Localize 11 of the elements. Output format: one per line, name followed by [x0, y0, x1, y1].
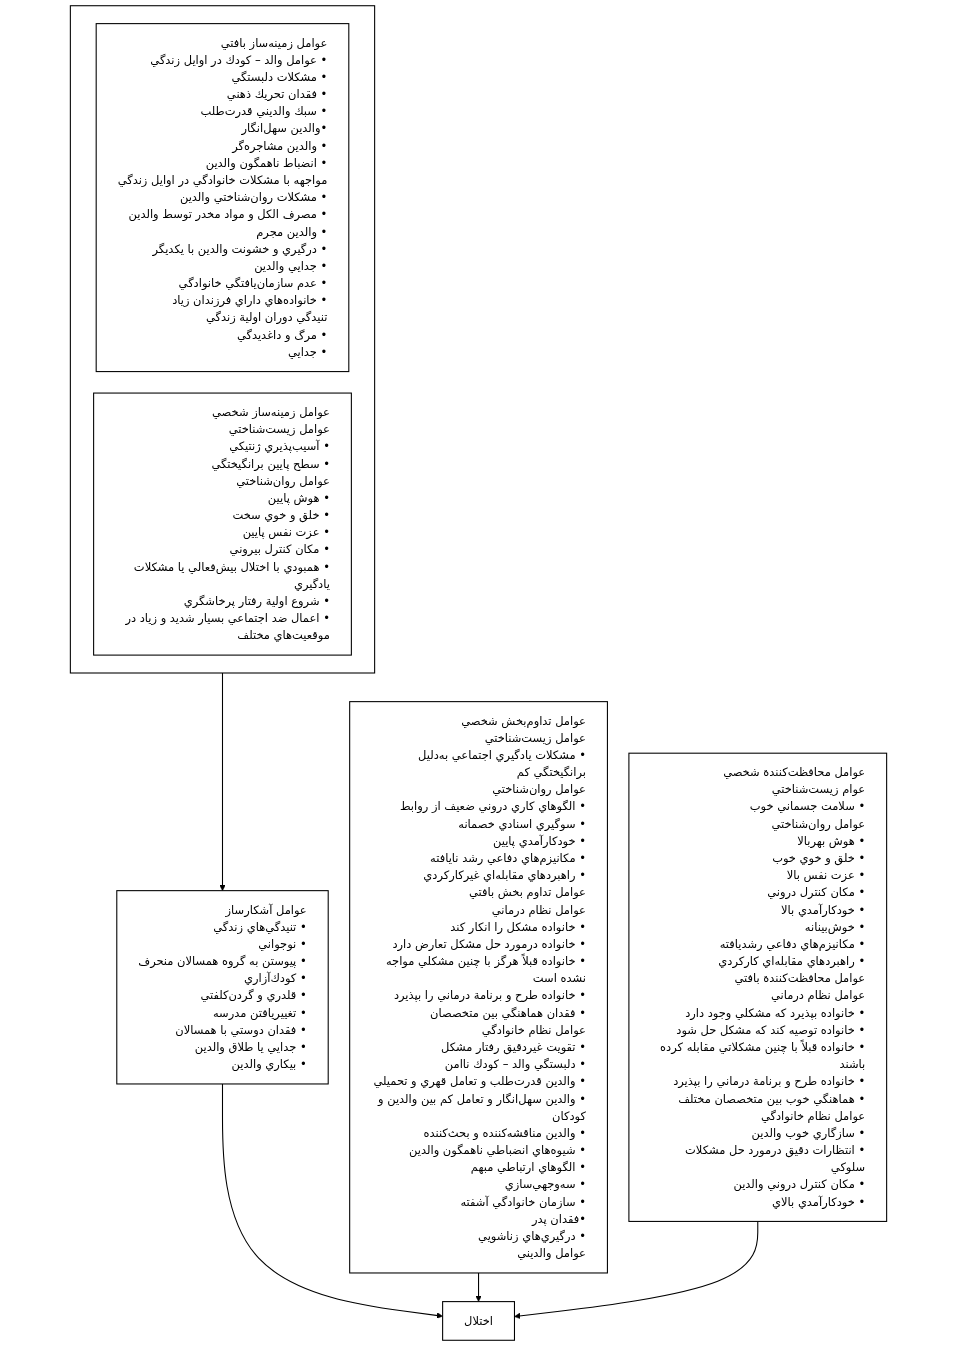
node-box: عوامل محافظت‌كنندة شخصي عوام زيست‌شناختي • سلامت جسماني خوب عوامل روان‌شناختي • هوش بهربالا • خلق و خوي خوب • عزت نفس بالا • مكان كنترل دروني • خودكارآمدي بالا • خوش‌بينانه • مكانيزم‌هاي دفاعي رشديافته • راهبردهاي مقابله‌اي كاركردي عوامل محافظت‌كنندة بافتي عوامل نظام درماني • خانواده بپذيرد كه مشكلي وجود دارد • خانواده توصيه كند كه مشكل حل شود • خانواده قبلاً با چنين مشكلاتي مقابله كرده باشند • خانواده طرح و برنامة درماني را بپذيرد • هماهنگي خوب بين متخصصان مختلف عوامل نظام خانوادگي • سازگاري خوب والدين • انتظارات دقيق درمورد حل مشكلات سلوكي • مكان كنترل دروني والدين • خودكارآمدي بالاي — [628, 752, 888, 1222]
arrow — [514, 1220, 759, 1320]
node-box: اختلال — [442, 1301, 515, 1341]
arrow — [475, 1272, 482, 1302]
node-box: عوامل آشكارساز • تنيدگي‌هاي زندگي • نوجواني • پيوستن به گروه همسالان منحرف • كودك‌آزاري • قلدري و گردن‌كلفتي • تغييريافتن مدرسه • فقدان دوستي با همسالان • جدايي يا طلاق والدين • بيكاري والدين — [116, 890, 329, 1085]
cluster — [69, 5, 376, 674]
arrow — [219, 672, 226, 891]
node-box: عوامل تداوم‌بخش شخصي عوامل زيست‌شناختي • مشكلات يادگيري اجتماعي به‌دليل برانگيختگي كم عوامل روان‌شناختي • الگوهاي كاري دروني ضعيف از روابط • سوگيري اسنادي خصمانه • خودكارآمدي پايين • مكانيزم‌هاي دفاعي رشد نايافته • راهبردهاي مقابله‌اي غيركاركردي عوامل تداوم بخش بافتي عوامل نظام درماني • خانواده مشكل را انكار كند • خانواده درمورد حل مشكل تعارض دارد • خانواده قبلاً هرگز با چنين مشكلي مواجه نشده است • خانواده طرح و برنامة درماني را بپذيرد • فقدان هماهنگي بين متخصصان عوامل نظام خانوادگي • تقويت غيردقيق رفتار مشكل • دلبستگي والد – كودك ناامن • والدين قدرت‌طلب و تعامل قهري و تحميلي • والدين سهل‌انگار و تعامل كم بين والدين و كودكان • والدين مناقشه‌كننده و بحث‌كننده • شيوه‌هاي انضباطي ناهمگون والدين • الگوهاي ارتباطي مبهم • سه‌وجهي‌سازي • سازمان خانوادگي آشفته •فقدان پدر • درگيري‌هاي زناشويي عوامل والديني — [349, 701, 608, 1274]
node-box: عوامل زمينه‌ساز شخصي عوامل زيست‌شناختي • آسيب‌پذيري ژنتيكي • سطح پايين برانگيختگي عوامل روان‌شناختي • هوش پايين • خلق و خوي سخت • عزت نفس پايين • مكان كنترل بيروني • همبودي با اختلال بيش‌فعالي يا مشكلات يادگيري • شروع اولية رفتار پرخاشگري • اعمال ضد اجتماعي بسيار شديد و زياد در موقعيت‌هاي مختلف — [93, 392, 352, 656]
node-box: عوامل زمينه‌ساز بافتي • عوامل والد – كودك در اوايل زندگي • مشكلات دلبستگي • فقدان تحريك ذهني • سبك والديني قدرت‌طلب •والدين سهل‌انگار • والدين مشاجره‌گر • انضباط ناهمگون والدين مواجهه با مشكلات خانوادگي در اوايل زندگي • مشكلات روان‌شناختي والدين • مصرف الكل و مواد مخدر توسط والدين • والدين مجرم • درگيري و خشونت والدين با يكديگر • جدايي والدين • عدم سازمان‌يافتگي خانوادگي • خانواده‌هاي داراي فرزندان زياد تنيدگي دوران اولية زندگي • مرگ و داغديدگي • جدايي — [95, 23, 350, 373]
arrow — [221, 1083, 443, 1319]
